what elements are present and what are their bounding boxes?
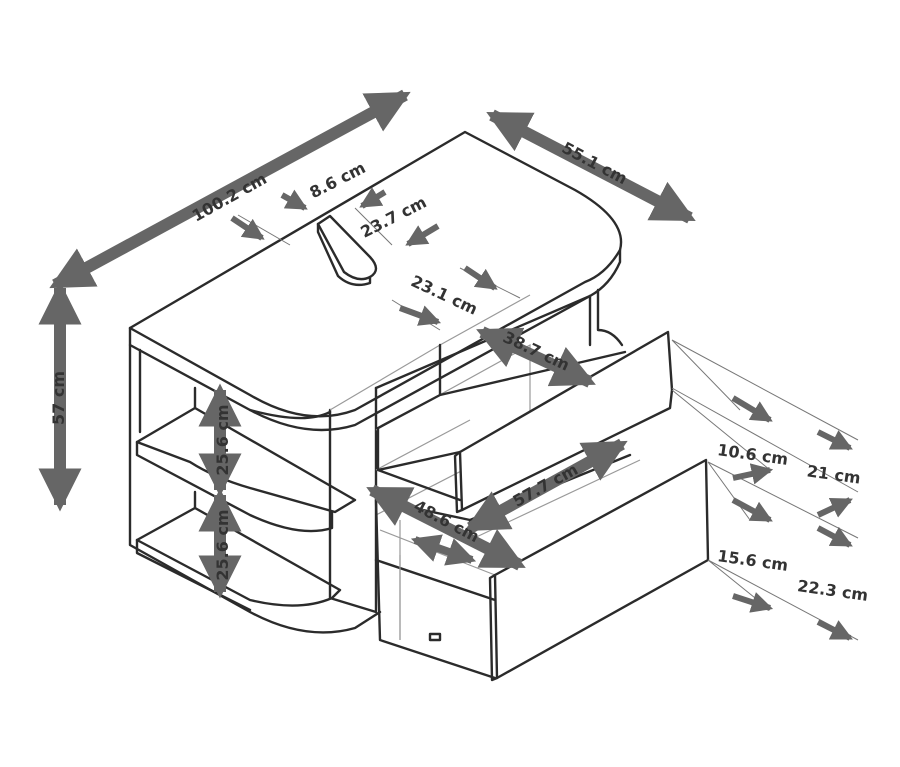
label-total-width: 100.2 cm [189, 169, 270, 226]
drawer-front-h2-arrow-a [731, 497, 773, 523]
drawer-front-h2-arrow-b [732, 592, 774, 613]
lower-shelf-board [135, 506, 342, 607]
drawer-h2-arrow-b [816, 619, 853, 641]
drawer-h1-arrow-b [816, 497, 853, 518]
upper-drawer-body [376, 343, 627, 502]
drawer-front-h1-arrow-b [732, 463, 774, 485]
drawer-h1-arrow-a [816, 429, 853, 451]
label-depth: 55.1 cm [559, 138, 631, 188]
drawer-h2-arrow-a [816, 525, 853, 548]
cutout-depth-arrow-b [405, 223, 440, 247]
lower-drawer-depth-arrow [366, 484, 526, 571]
shelf-curve-detail [193, 386, 332, 510]
total-width-arrow [49, 89, 411, 291]
upper-shelf-front [135, 440, 334, 533]
drawer-front-h1-arrow-a [731, 395, 773, 423]
label-shelf-lower: 25.6 cm [213, 509, 232, 580]
cutout-width-arrow-a [280, 189, 308, 211]
upper-drawer-width-arrow [476, 326, 596, 388]
drawer-right-rail [588, 288, 624, 347]
countertop-top-face [128, 130, 623, 418]
drawer-foot [428, 632, 442, 642]
inner-depth-arrow-a [463, 265, 498, 291]
inner-depth-arrow-b [398, 305, 442, 326]
countertop-right-edge [588, 248, 622, 298]
dimension-arrows [38, 89, 853, 641]
left-side-panel [128, 343, 382, 634]
label-upper-drawer-height: 21 cm [806, 461, 862, 487]
label-upper-drawer-front-height: 10.6 cm [716, 440, 789, 469]
label-shelf-upper: 25.6 cm [213, 404, 232, 475]
cutout-width-arrow-b [359, 187, 387, 209]
lower-drawer-front-edge [488, 573, 499, 682]
label-lower-drawer-height: 22.3 cm [796, 576, 869, 605]
upper-shelf-board [135, 406, 357, 514]
lower-drawer-small-arrow [410, 534, 477, 566]
label-height: 57 cm [49, 371, 68, 425]
cutout-depth-arrow-a [230, 215, 265, 241]
depth-arrow [486, 109, 696, 224]
